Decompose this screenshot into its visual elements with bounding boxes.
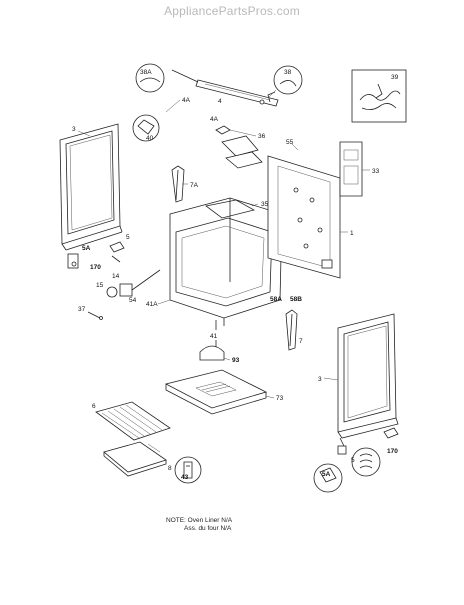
note-line-1: NOTE: Oven Liner N/A [166,517,233,524]
left-hinge-part: 5 5A 170 [67,234,130,271]
label-15: 15 [96,282,104,289]
left-oven-door-part: 3 [59,123,123,251]
label-7A: 7A [190,182,199,189]
label-5-left: 5 [126,234,130,241]
latch-7-part: 7 [285,309,303,351]
screw-37-part: 37 [78,306,103,320]
latch-7A-part: 7A [171,165,199,203]
label-6: 6 [92,403,96,410]
watermark: AppliancePartsPros.com [164,4,300,18]
label-5-right: 5 [351,457,355,464]
label-170-left: 170 [90,264,101,271]
label-58B: 58B [290,296,302,303]
label-4A-lower: 4A [210,116,219,123]
label-5A-right: 5A [322,471,331,478]
label-55: 55 [286,139,294,146]
label-4A-upper: 4A [182,97,191,104]
label-7: 7 [299,338,303,345]
label-41: 41 [210,333,218,340]
oven-rack-part: 6 8 [92,401,172,477]
label-5A-left: 5A [82,245,91,252]
label-1: 1 [350,230,354,237]
oven-body-part: 1 55 35 [169,135,354,326]
part-93: 93 [199,345,240,364]
callout-43: 43 [174,456,202,484]
label-73: 73 [276,395,284,402]
label-43: 43 [181,474,189,481]
label-38: 38 [284,69,292,76]
label-36: 36 [258,133,266,140]
label-93: 93 [232,357,240,364]
label-38A: 38A [140,69,152,76]
callout-38: 38 [267,65,303,99]
note-line-2: Ass. du four N/A [184,525,232,532]
screw-41-part: 41 [210,320,218,350]
callout-40: 40 [132,114,160,142]
label-41A: 41A [146,301,158,308]
label-170-right: 170 [387,448,398,455]
label-35: 35 [261,201,269,208]
callout-5A-right: 5A [313,463,343,493]
callout-5-right: 5 [351,447,381,477]
label-37: 37 [78,306,86,313]
label-3-top: 3 [72,126,76,133]
right-oven-door-part: 3 [318,313,399,439]
label-58A: 58A [270,296,282,303]
wire-harness-box: 39 [351,69,407,123]
callout-38A: 38A [135,63,165,93]
label-54: 54 [129,297,137,304]
label-39: 39 [391,74,399,81]
label-4: 4 [218,98,222,105]
oven-bottom-part: 73 [164,369,284,415]
label-3-bottom: 3 [318,376,322,383]
top-bracket-part [171,69,279,107]
label-8: 8 [168,465,172,472]
label-14: 14 [112,273,120,280]
oven-light-part: 14 15 54 [96,269,161,304]
diagram-note: NOTE: Oven Liner N/A Ass. du four N/A [166,517,232,533]
label-40: 40 [146,135,154,142]
label-33: 33 [372,168,380,175]
control-bracket-part: 33 [339,141,380,197]
hinge-170-right: 170 [337,427,399,455]
